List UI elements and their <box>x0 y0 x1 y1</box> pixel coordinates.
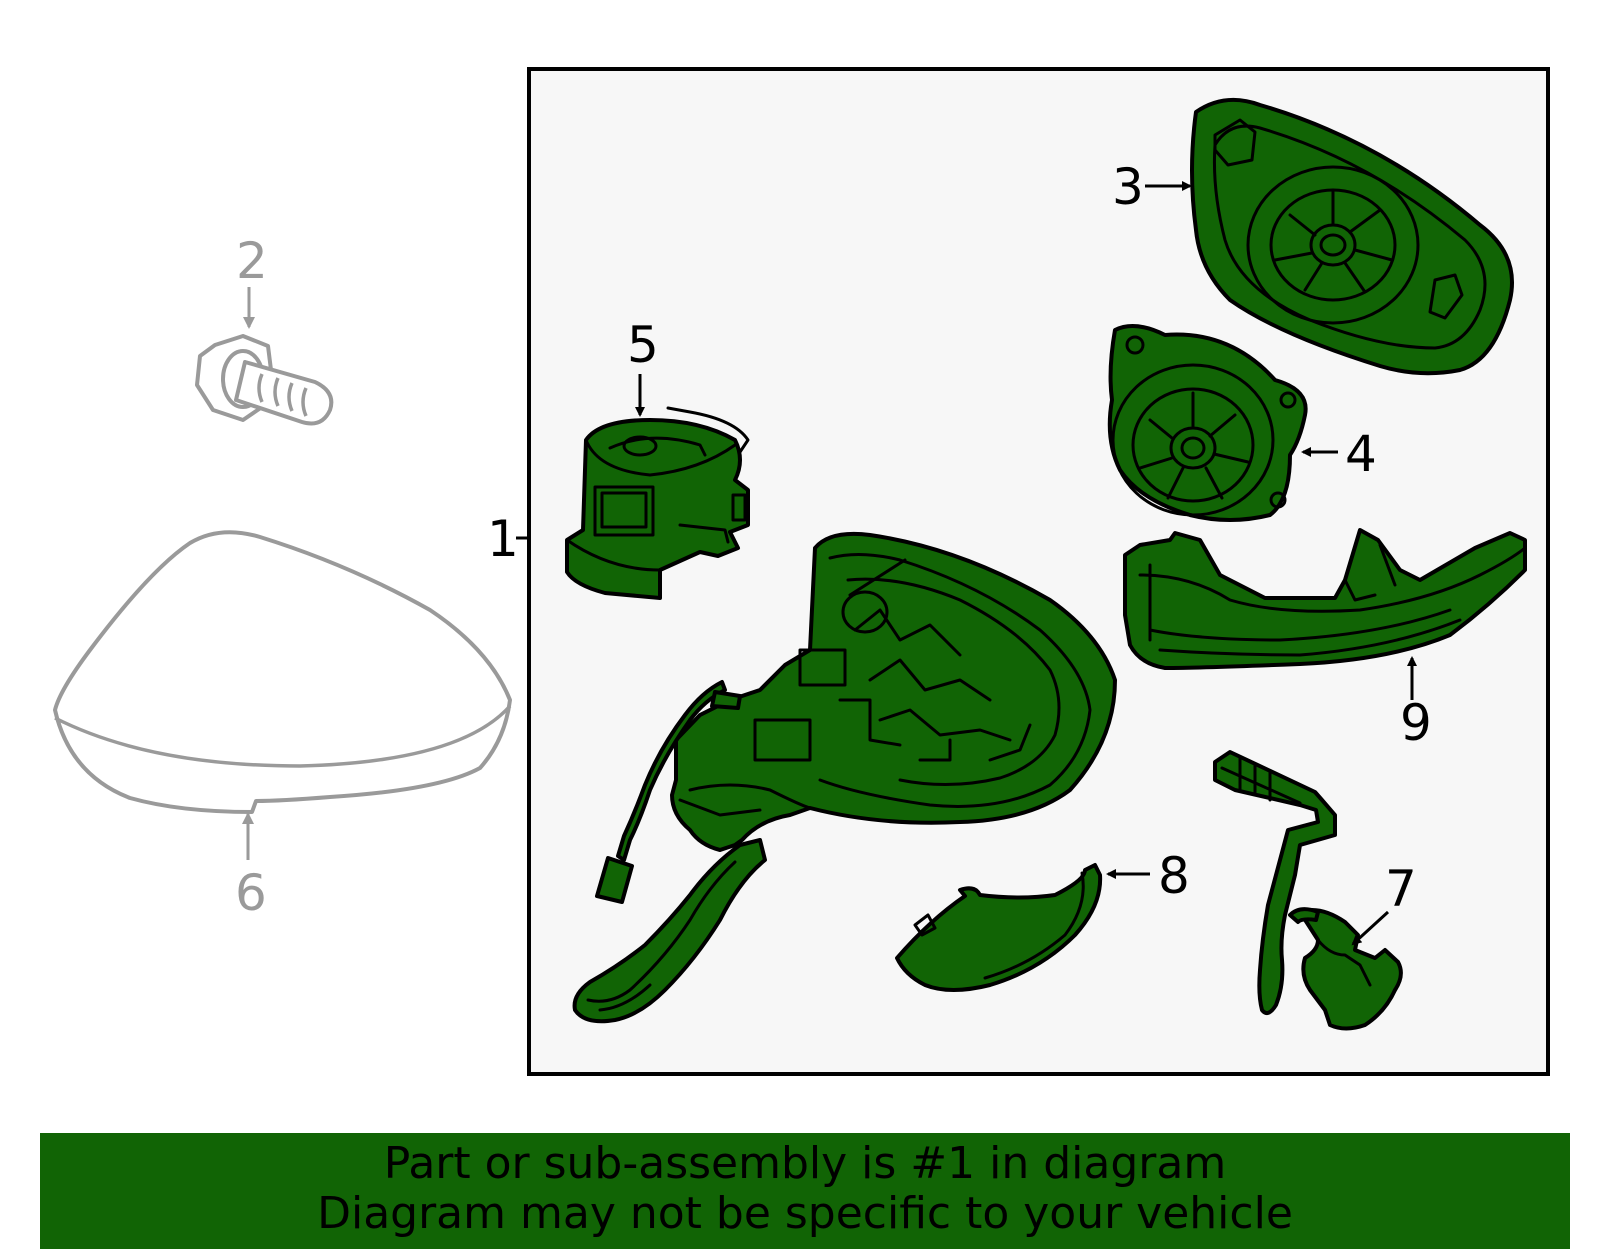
part-3-mirror-glass[interactable] <box>1190 97 1514 376</box>
part-9-turn-signal[interactable] <box>1123 528 1527 670</box>
callout-2: 2 <box>236 232 268 290</box>
callout-6: 6 <box>235 864 267 922</box>
part-1-mirror-base[interactable] <box>572 838 767 1024</box>
callout-3: 3 <box>1112 158 1144 216</box>
callout-8: 8 <box>1158 847 1190 905</box>
banner-line-2: Diagram may not be specific to your vehi… <box>317 1188 1293 1239</box>
callout-1: 1 <box>487 510 519 568</box>
callout-4: 4 <box>1345 425 1377 483</box>
banner-line-1: Part or sub-assembly is #1 in diagram <box>383 1138 1227 1189</box>
part-8-cover-garnish[interactable] <box>895 863 1103 992</box>
callout-9: 9 <box>1400 694 1432 752</box>
info-banner: Part or sub-assembly is #1 in diagram Di… <box>40 1133 1570 1249</box>
callout-7: 7 <box>1385 860 1417 918</box>
part-5-fold-actuator[interactable] <box>565 406 750 600</box>
part-1-wire-harness[interactable] <box>595 680 742 904</box>
part-6-mirror-cover[interactable] <box>53 530 512 814</box>
part-4-mirror-motor[interactable] <box>1107 324 1308 522</box>
callout-7-arrow <box>1351 910 1390 946</box>
part-1-mirror-housing[interactable] <box>670 531 1117 852</box>
callout-5: 5 <box>627 316 659 374</box>
part-2-bolt[interactable] <box>195 334 334 426</box>
